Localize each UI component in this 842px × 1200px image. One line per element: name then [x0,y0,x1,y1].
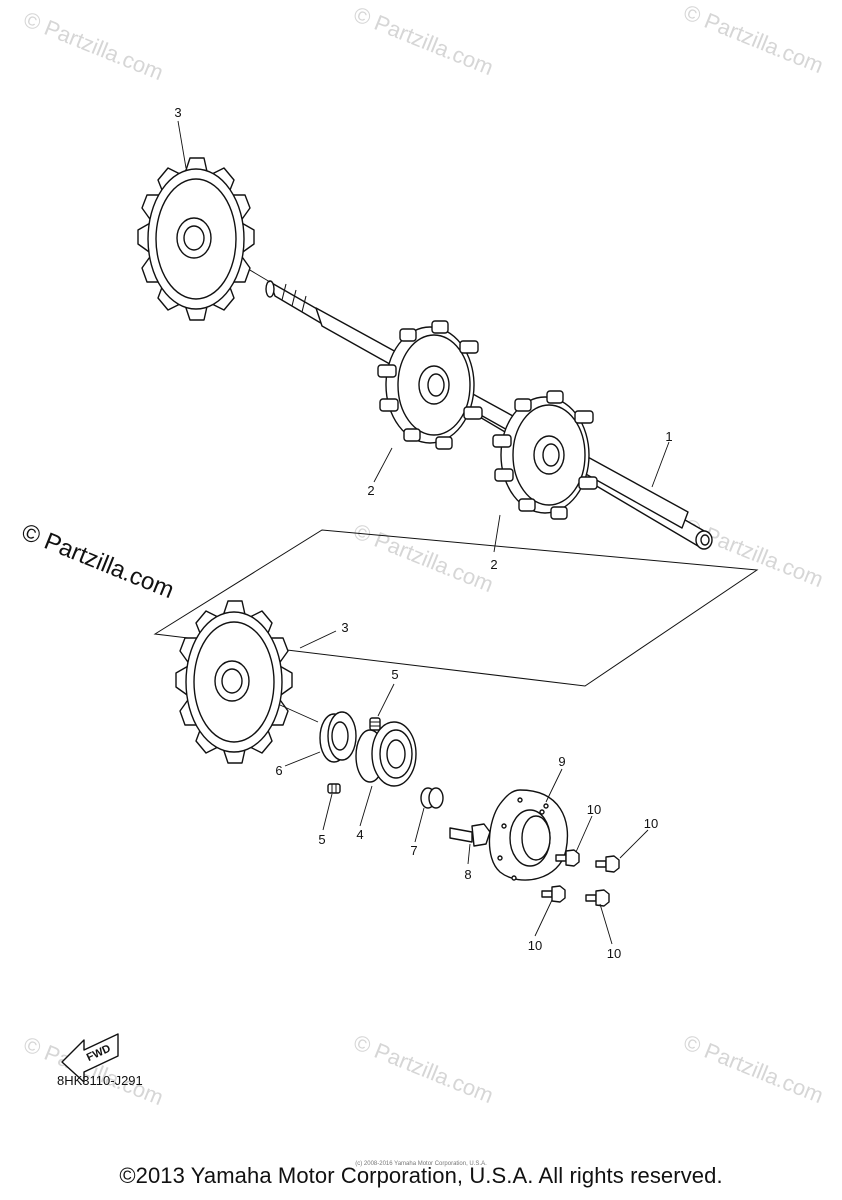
fwd-arrow-icon: FWD [61,1033,119,1083]
callout-5-bottom: 5 [318,832,325,847]
callout-10-b: 10 [644,816,658,831]
watermark: © Partzilla.com [350,1029,497,1108]
callout-7: 7 [410,843,417,858]
set-screw-top [369,717,381,731]
set-screw-bottom [327,783,341,794]
watermark: © Partzilla.com [680,513,827,592]
callout-10-d: 10 [607,946,621,961]
drive-shaft [265,280,713,550]
small-notice: (c) 2008-2016 Yamaha Motor Corporation, … [355,1161,487,1167]
leader-lines [177,120,670,945]
collar-part [319,711,357,763]
diagram-code: 8HK3110-J291 [57,1073,143,1088]
callout-3-lower: 3 [341,620,348,635]
sprocket-lower [175,600,293,764]
flange-bolt-2 [595,855,620,873]
track-wheel-1 [377,320,483,450]
callout-9: 9 [558,754,565,769]
callout-10-a: 10 [587,802,601,817]
callout-3-upper: 3 [174,105,181,120]
callout-6: 6 [275,763,282,778]
watermark-prominent: © Partzilla.com [18,519,178,605]
track-wheel-2 [492,390,598,520]
flange-bolt-3 [541,885,566,903]
watermark: © Partzilla.com [20,6,167,85]
bearing-housing [488,789,569,881]
watermark: © Partzilla.com [680,1029,827,1108]
callout-4: 4 [356,827,363,842]
bearing-part [355,721,417,787]
callout-2-right: 2 [490,557,497,572]
copyright-notice: ©2013 Yamaha Motor Corporation, U.S.A. A… [119,1163,723,1188]
watermark: © Partzilla.com [350,1,497,80]
callout-labels: 3 1 2 2 3 5 6 5 4 7 8 9 10 10 10 10 [174,105,672,961]
callout-8: 8 [464,867,471,882]
nut-part [420,787,444,809]
watermark: © Partzilla.com [680,0,827,78]
callout-1: 1 [665,429,672,444]
sprocket-upper [137,157,255,321]
bolt-part [449,823,491,847]
lead-line [279,704,319,723]
reference-box [153,529,759,687]
callout-10-c: 10 [528,938,542,953]
callout-2-left: 2 [367,483,374,498]
watermark: © Partzilla.com [350,518,497,597]
callout-5-top: 5 [391,667,398,682]
watermark: © Partzilla.com [20,1031,167,1110]
watermark-layer: © Partzilla.com © Partzilla.com © Partzi… [18,0,827,1110]
flange-bolt-4 [585,889,610,907]
